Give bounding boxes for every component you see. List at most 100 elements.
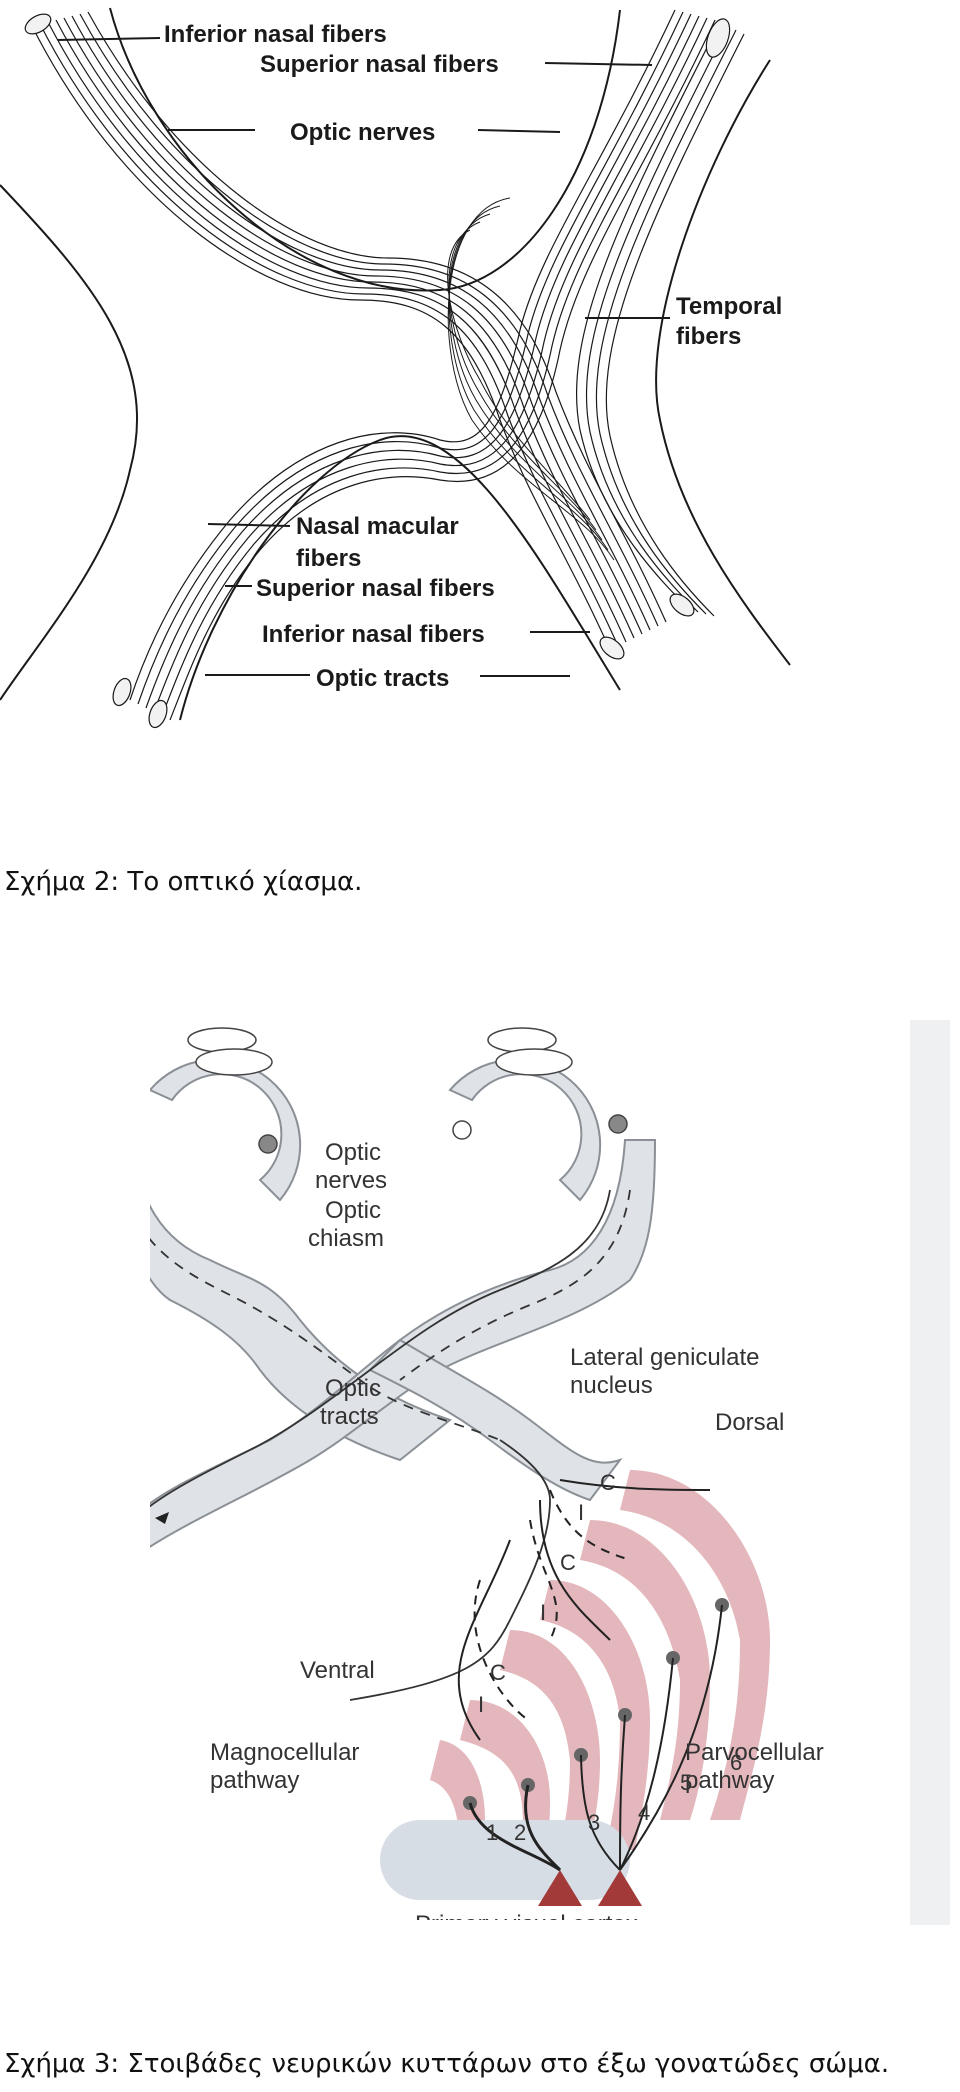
leader-line	[477, 129, 561, 133]
label-superior-nasal-fibers-bottom: Superior nasal fibers	[256, 575, 495, 602]
axon-solid	[150, 1189, 611, 1508]
layer-number: 5	[680, 1770, 692, 1795]
fiber-nasal-macular-loop	[448, 221, 597, 531]
label-parvocellular-pathway: Parvocellular	[685, 1739, 824, 1766]
axon-magno	[524, 1784, 562, 1872]
label-optic-nerves: nerves	[315, 1167, 387, 1194]
tract-arrowheads	[155, 1512, 169, 1524]
label-optic-tracts: Optic tracts	[316, 665, 449, 692]
label-optic-chiasm: chiasm	[308, 1225, 384, 1252]
cortex-neuron-parvo	[598, 1870, 642, 1906]
left-lens	[187, 1027, 257, 1053]
chiasm-outline-upper	[109, 7, 621, 292]
right-eye-nasal-dot	[452, 1120, 472, 1140]
leader-line	[544, 62, 653, 66]
fiber-temporal	[605, 33, 745, 617]
axon-parvo	[619, 1714, 626, 1871]
left-eye-temporal-dot	[258, 1134, 278, 1154]
axon-dashed	[150, 1237, 501, 1441]
fiber-inferior-nasal-upper	[63, 17, 643, 635]
lgn-layer-4	[540, 1580, 650, 1850]
label-nasal-macular-fibers: fibers	[296, 545, 361, 572]
right-optic-tract	[368, 1338, 623, 1502]
label-inferior-nasal-fibers-bottom: Inferior nasal fibers	[262, 621, 485, 648]
right-eye-temporal-dot	[608, 1114, 628, 1134]
axon-parvo	[619, 1604, 723, 1871]
fiber-superior-nasal-upper	[169, 19, 716, 721]
fiber-superior-nasal-upper	[129, 9, 676, 701]
chiasm-outline-right	[655, 59, 791, 666]
lgn-layers-figure: C I C I C I 1 2 3 4 5 6 Optic nerves Opt…	[150, 1020, 950, 1925]
fiber-temporal	[595, 29, 737, 615]
fiber-nasal-macular-loop	[447, 197, 615, 561]
layer-number: 6	[730, 1750, 742, 1775]
fiber-inferior-nasal-upper	[39, 23, 619, 647]
label-optic-chiasm: Optic	[325, 1197, 381, 1224]
fiber-cut-end	[148, 699, 168, 729]
fiber-temporal	[576, 21, 721, 611]
fiber-inferior-nasal-upper	[31, 25, 611, 651]
layer-number: 2	[514, 1820, 526, 1845]
chiasm-outline-lower	[179, 435, 621, 721]
label-lgn: Lateral geniculate	[570, 1344, 759, 1371]
label-optic-nerves: Optic nerves	[290, 119, 435, 146]
fiber-nasal-macular-loop	[448, 213, 603, 541]
right-lens	[487, 1027, 557, 1053]
label-optic-tracts: tracts	[320, 1403, 379, 1430]
caption-figure-3: Σχήμα 3: Στοιβάδες νευρικών κυττάρων στο…	[4, 2049, 890, 2079]
cortex-neuron-magno	[538, 1870, 582, 1906]
layer-eye-mark: I	[578, 1500, 584, 1525]
axon-retinal-ipsi	[473, 1489, 631, 1721]
layer-number: 3	[588, 1810, 600, 1835]
fiber-cut-end	[669, 593, 695, 617]
label-optic-tracts: Optic	[325, 1375, 381, 1402]
fiber-inferior-nasal-upper	[55, 19, 635, 639]
fiber-cut-end	[112, 677, 132, 707]
axon-retinal-contra	[457, 1479, 711, 1741]
fiber-nasal-macular-loop	[447, 229, 591, 521]
fiber-superior-nasal-upper	[145, 13, 692, 709]
axon-magno	[468, 1802, 561, 1872]
fiber-superior-nasal-upper	[137, 11, 684, 705]
fiber-temporal	[585, 25, 729, 613]
right-eyeball	[448, 1058, 602, 1202]
left-lens	[195, 1048, 273, 1076]
label-magnocellular-pathway: pathway	[210, 1767, 299, 1794]
label-temporal: Temporal	[676, 293, 782, 320]
fiber-superior-nasal-upper	[153, 15, 700, 713]
layer-eye-mark: C	[600, 1470, 616, 1495]
fiber-inferior-nasal-upper	[71, 15, 651, 631]
label-inferior-nasal-fibers-top: Inferior nasal fibers	[164, 21, 387, 48]
scan-edge-shadow	[910, 1020, 950, 1925]
label-optic-nerves: Optic	[325, 1139, 381, 1166]
label-parvocellular-pathway: pathway	[685, 1767, 774, 1794]
label-magnocellular-pathway: Magnocellular	[210, 1739, 359, 1766]
left-eyeball	[150, 1058, 302, 1202]
lgn-layer-6	[620, 1470, 770, 1820]
layer-eye-mark: I	[540, 1600, 546, 1625]
fiber-nasal-macular-loop	[448, 205, 609, 551]
layer-eye-mark: C	[490, 1660, 506, 1685]
fiber-cut-end	[599, 636, 625, 660]
layer-number: 1	[486, 1820, 498, 1845]
label-temporal-fibers: fibers	[676, 323, 741, 350]
fiber-cut-end	[705, 18, 731, 58]
label-primary-visual-cortex: Primary visual cortex	[415, 1911, 638, 1925]
label-lgn: nucleus	[570, 1372, 653, 1399]
layer-eye-mark: I	[478, 1692, 484, 1717]
optic-chiasm-figure: Inferior nasal fibers Superior nasal fib…	[0, 7, 791, 729]
chiasm-outline-left	[0, 184, 139, 701]
primary-visual-cortex	[380, 1820, 630, 1900]
leader-line	[57, 37, 161, 41]
fiber-inferior-nasal-upper	[47, 21, 627, 643]
layer-number: 4	[638, 1800, 650, 1825]
fiber-cut-end	[24, 13, 52, 35]
lgn-layer-3	[500, 1630, 600, 1860]
axon-parvo	[580, 1754, 621, 1871]
label-superior-nasal-fibers-top: Superior nasal fibers	[260, 51, 499, 78]
left-optic-nerve	[150, 1203, 453, 1462]
lgn-layer-5	[580, 1520, 710, 1820]
right-lens	[495, 1048, 573, 1076]
axon-parvo	[619, 1657, 674, 1871]
label-nasal-macular: Nasal macular	[296, 513, 459, 540]
